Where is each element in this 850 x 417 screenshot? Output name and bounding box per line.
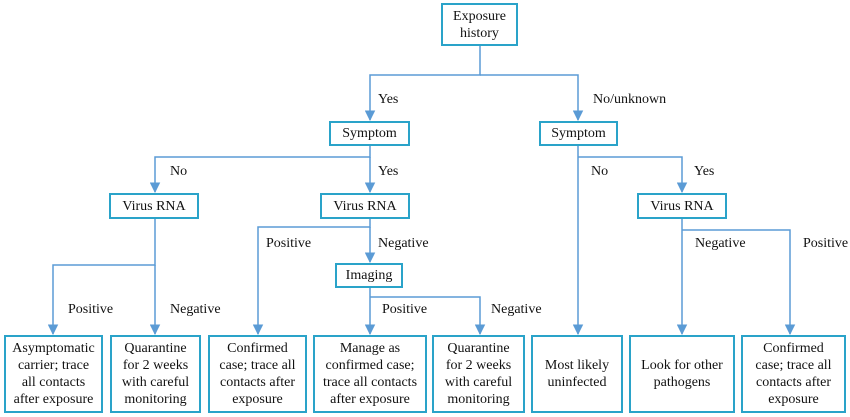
node-text: Most likely [544,358,610,373]
edge-label-yes: Yes [378,164,399,179]
edge-label-negative: Negative [695,236,746,251]
node-out-most-likely-uninfected: Most likely uninfected [531,335,623,413]
node-text: confirmed case; [325,358,415,373]
edge-label-positive: Positive [266,236,312,251]
node-imaging: Imaging [335,263,403,288]
node-out-look-for-other-pathogens: Look for other pathogens [629,335,735,413]
edge-rna-right-to-confirmed-2 [682,229,796,336]
edge-label-no: No [170,164,188,179]
edge-rna-mid-to-confirmed-1 [252,219,371,336]
edge-exposure-to-symptom-left [364,46,481,122]
node-text: Quarantine [124,341,187,356]
node-text: all contacts [21,375,86,390]
edge-label-yes: Yes [694,164,715,179]
node-symptom-left: Symptom [329,121,410,146]
node-text: pathogens [653,375,711,390]
edge-imaging-to-quarantine-2 [370,296,486,336]
node-text: Asymptomatic [12,341,95,356]
edge-label-negative: Negative [378,236,429,251]
node-out-asymptomatic: Asymptomatic carrier; trace all contacts… [4,335,103,413]
node-text: Symptom [551,126,606,141]
node-text: Virus RNA [333,198,397,214]
node-text: Exposure [453,8,506,24]
edge-symptom-right-to-rna-right [578,156,688,194]
node-text: for 2 weeks [445,358,512,373]
node-text: history [460,25,499,41]
node-text: monitoring [447,392,510,407]
edge-label-negative: Negative [170,302,221,317]
node-text: for 2 weeks [122,358,189,373]
edge-label-positive: Positive [803,236,849,251]
node-text: Manage as [339,341,401,356]
edge-symptom-left-to-rna-left [149,146,371,194]
node-symptom-right: Symptom [539,121,618,146]
node-text: Look for other [641,358,723,373]
node-text: Imaging [345,268,393,283]
node-text: monitoring [124,392,187,407]
node-virus-rna-mid: Virus RNA [320,193,410,219]
node-text: Virus RNA [650,198,714,214]
node-text: after exposure [330,392,410,407]
edge-exposure-to-symptom-right [480,74,584,122]
node-text: case; trace all [219,358,296,373]
node-text: contacts after [755,375,831,390]
edge-label-no-unknown: No/unknown [593,92,667,107]
edge-rna-left-to-asymptomatic [47,219,156,336]
node-virus-rna-left: Virus RNA [109,193,199,219]
node-text: Quarantine [447,341,510,356]
node-text: trace all contacts [322,375,418,390]
edge-label-yes: Yes [378,92,399,107]
edge-label-no: No [591,164,609,179]
edge-label-positive: Positive [68,302,114,317]
edge-label-negative: Negative [491,302,542,317]
node-text: uninfected [547,375,607,390]
node-text: exposure [232,392,283,407]
edge-label-positive: Positive [382,302,428,317]
node-virus-rna-right: Virus RNA [637,193,727,219]
node-text: with careful [121,375,190,390]
node-text: case; trace all [755,358,832,373]
node-text: contacts after [219,375,295,390]
node-text: Symptom [342,126,397,141]
node-out-quarantine-2: Quarantine for 2 weeks with careful moni… [432,335,525,413]
node-text: after exposure [13,392,94,407]
node-out-quarantine-1: Quarantine for 2 weeks with careful moni… [110,335,201,413]
node-out-confirmed-2: Confirmed case; trace all contacts after… [741,335,846,413]
node-out-manage-as-confirmed: Manage as confirmed case; trace all cont… [313,335,427,413]
node-text: Virus RNA [122,198,186,214]
node-text: with careful [444,375,513,390]
node-text: carrier; trace [17,358,90,373]
node-text: Confirmed [763,341,824,356]
node-text: Confirmed [227,341,288,356]
node-out-confirmed-1: Confirmed case; trace all contacts after… [208,335,307,413]
node-text: exposure [768,392,819,407]
